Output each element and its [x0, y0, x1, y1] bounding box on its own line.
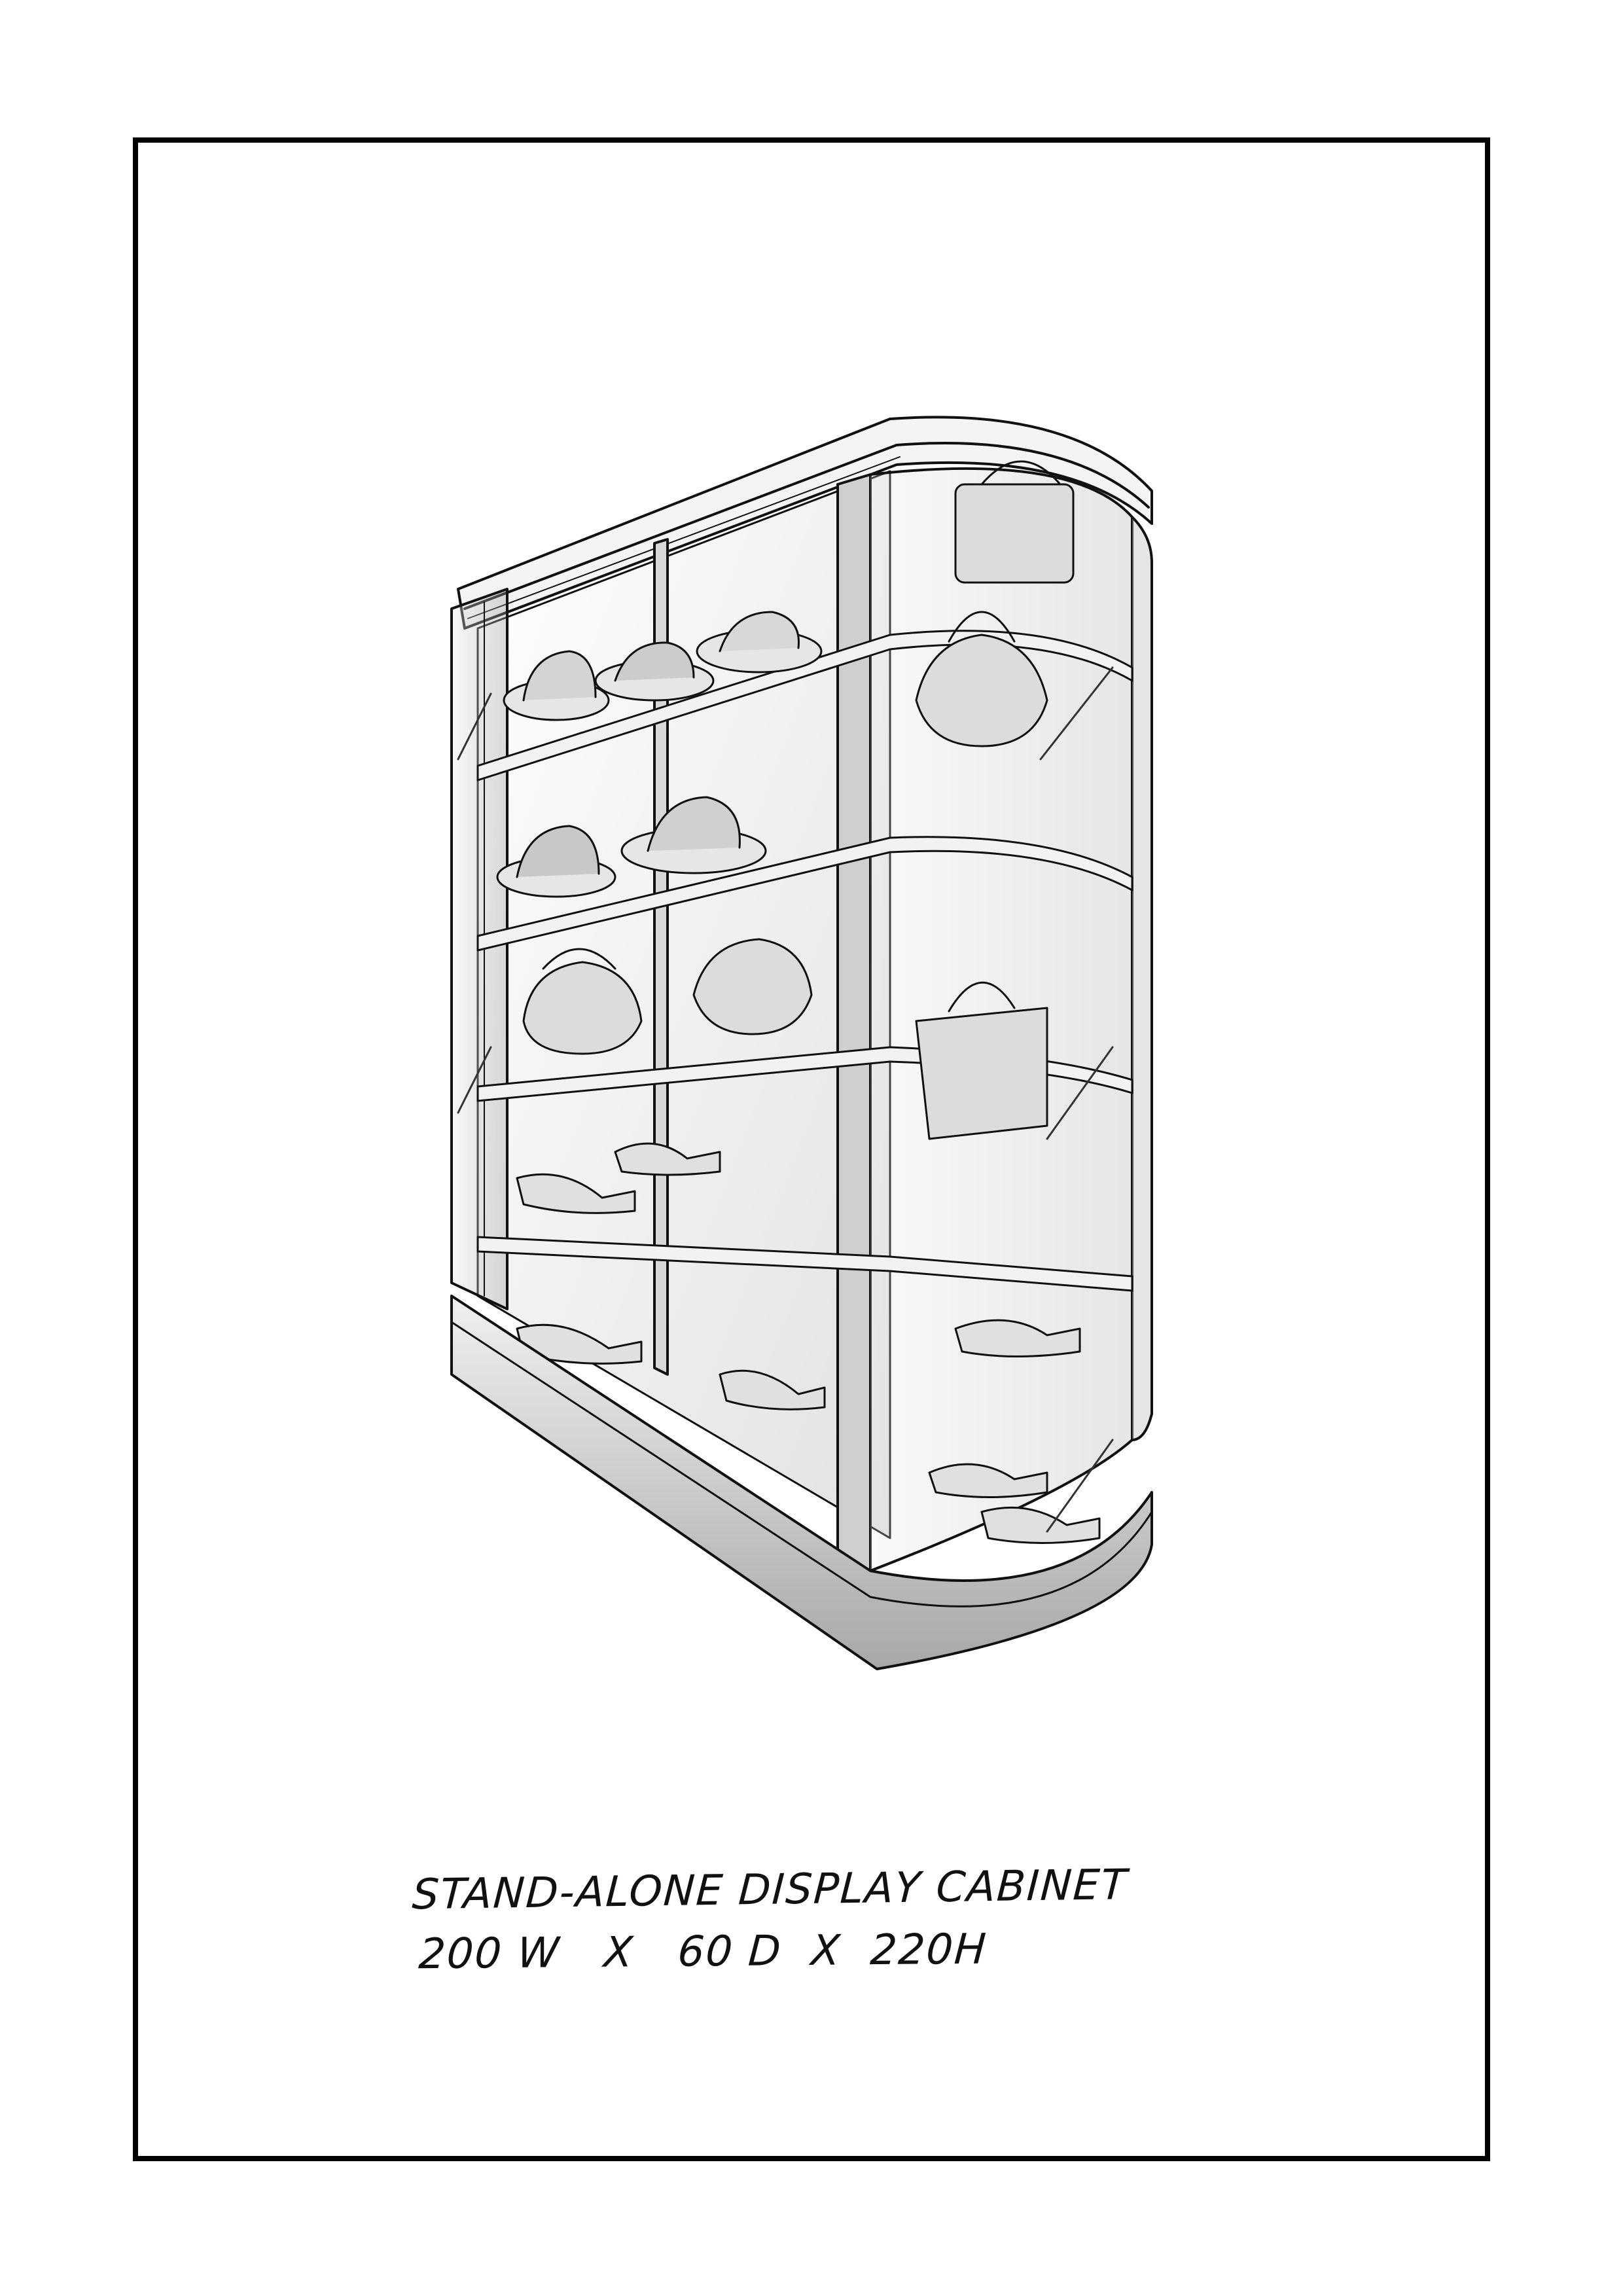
caption: STAND-ALONE DISPLAY CABINET 200 W X 60 D… — [411, 1859, 1198, 1982]
shoes — [516, 1142, 1101, 1544]
right-door-frame — [836, 473, 872, 1572]
caption-dimensions: 200 W X 60 D X 220H — [417, 1925, 989, 1979]
caption-title: STAND-ALONE DISPLAY CABINET — [410, 1861, 1130, 1920]
hats — [496, 611, 823, 898]
page-border — [133, 137, 1490, 2161]
handbags — [522, 460, 1075, 1140]
cabinet-base — [450, 1295, 1153, 1670]
cabinet-top — [457, 416, 1153, 630]
glass-reflections — [457, 666, 1114, 1533]
cabinet-illustration — [450, 416, 1153, 1670]
